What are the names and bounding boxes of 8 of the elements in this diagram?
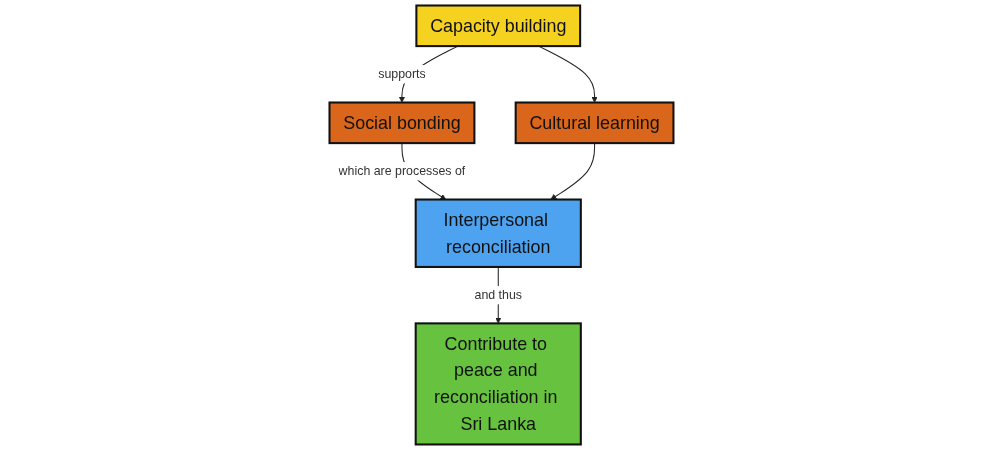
edge-label: supports	[377, 67, 426, 81]
edge-label: which are processes of	[338, 164, 465, 178]
node-box: Capacity building	[414, 4, 581, 48]
edge-label: and thus	[474, 287, 522, 302]
node-box: Social bonding	[328, 101, 475, 145]
node-box: Cultural learning	[514, 101, 674, 145]
node-box: Contribute to peace and reconciliation in Sri Lanka	[414, 322, 582, 446]
node-box: Interpersonal reconciliation	[414, 198, 582, 268]
